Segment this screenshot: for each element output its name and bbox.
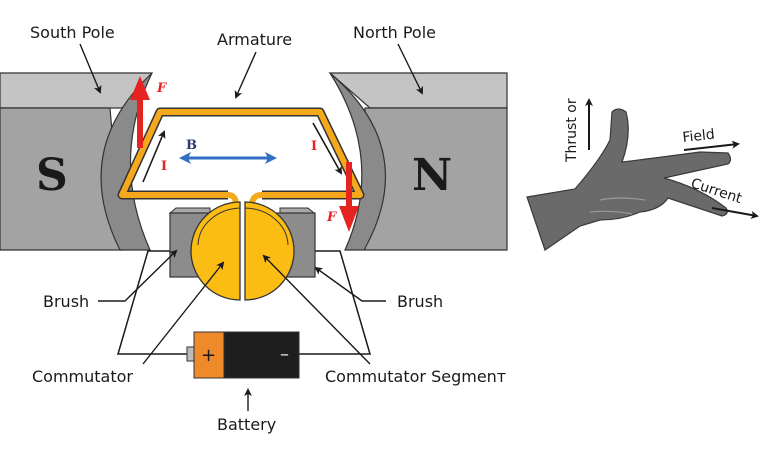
finger-crease xyxy=(589,210,633,215)
north-pole-label: North Pole xyxy=(353,23,436,42)
force-arrow-right xyxy=(339,162,359,232)
armature-pointer xyxy=(234,51,257,99)
commutator-segment-left xyxy=(190,201,241,301)
battery: + – xyxy=(186,331,300,379)
north-pole-face xyxy=(329,72,387,251)
south-pole-pointer xyxy=(79,43,102,94)
wire-left xyxy=(117,250,190,355)
field-direction-arrow xyxy=(683,140,740,151)
armature-coil xyxy=(119,109,363,198)
commutator-segment-label: Commutator Segmenт xyxy=(325,367,506,386)
commutator xyxy=(190,201,295,301)
battery-negative-sign: – xyxy=(280,344,289,365)
finger-crease xyxy=(599,197,646,201)
field-label: Field xyxy=(682,127,716,146)
left-hand-rule: Thrust or Field Current xyxy=(526,98,759,251)
battery-label: Battery xyxy=(217,415,276,434)
force-symbol-left: F xyxy=(156,81,167,96)
south-pole-magnet: S xyxy=(0,72,154,251)
wire-right xyxy=(298,250,371,355)
battery-positive-end xyxy=(193,331,225,379)
current-direction-arrow xyxy=(711,207,759,219)
thrust-label: Thrust or xyxy=(564,98,580,163)
commutator-pointer xyxy=(142,261,225,365)
brush-right-label: Brush xyxy=(397,292,443,311)
battery-positive-sign: + xyxy=(201,345,216,366)
field-symbol: B xyxy=(186,138,197,153)
hand-shape xyxy=(526,108,732,251)
current-arrow-right xyxy=(312,122,342,175)
south-pole-label: South Pole xyxy=(30,23,115,42)
brush-left-label: Brush xyxy=(43,292,89,311)
force-arrow-left xyxy=(130,76,150,148)
brush-left-pointer xyxy=(98,249,178,302)
battery-terminal xyxy=(186,346,195,362)
battery-body xyxy=(223,331,300,379)
south-pole-face xyxy=(100,72,153,251)
current-arrow-left xyxy=(142,130,166,183)
north-pole-pointer xyxy=(397,43,423,95)
north-pole-magnet: N xyxy=(328,72,508,251)
commutator-label: Commutator xyxy=(32,367,133,386)
north-pole-letter: N xyxy=(412,150,452,201)
commutator-segment-pointer xyxy=(262,254,371,365)
current-symbol-left: I xyxy=(161,159,167,174)
brush-right-pointer xyxy=(314,266,386,302)
south-pole-letter: S xyxy=(36,150,68,201)
force-symbol-right: F xyxy=(326,210,337,225)
armature-label: Armature xyxy=(217,30,292,49)
current-symbol-right: I xyxy=(311,139,317,154)
